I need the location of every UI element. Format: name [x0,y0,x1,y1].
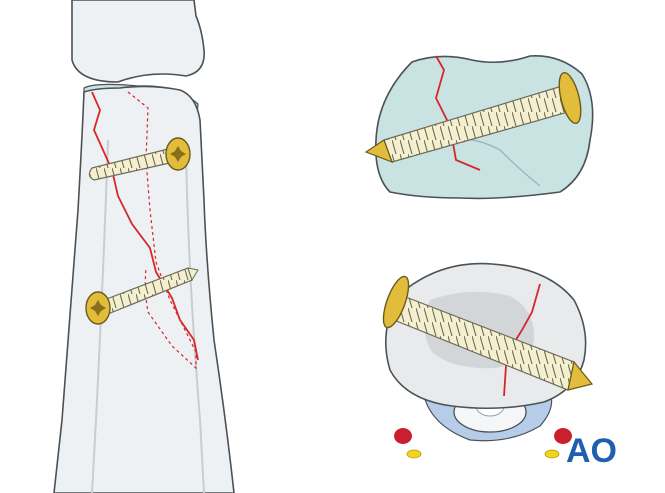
fracture-line-proximal [435,55,481,171]
screw-shaft-upper [88,147,175,181]
digital-artery-right [544,449,560,459]
axial-view-proximal [364,55,594,200]
fracture-line [91,91,199,361]
lower-lag-screw [85,267,199,325]
fracture-line-distal [503,283,541,397]
screw-tip [567,360,594,391]
screw-tip [364,139,394,164]
axial-screw-proximal [364,71,582,164]
ao-logo: AO [566,432,617,470]
torx-icon [170,146,186,162]
screw-head [558,71,582,125]
digital-nerve-left [394,428,412,444]
fracture-fragment-outline [127,91,197,370]
upper-lag-screw [88,137,191,181]
digital-nerve-right [554,428,572,444]
proximal-bone-head [71,0,205,83]
torx-icon [90,300,106,316]
axial-view-distal [382,262,594,459]
screw-head [382,275,410,329]
axial-screw-distal [382,275,594,391]
longitudinal-view [53,0,235,493]
digital-artery-left [406,449,422,459]
